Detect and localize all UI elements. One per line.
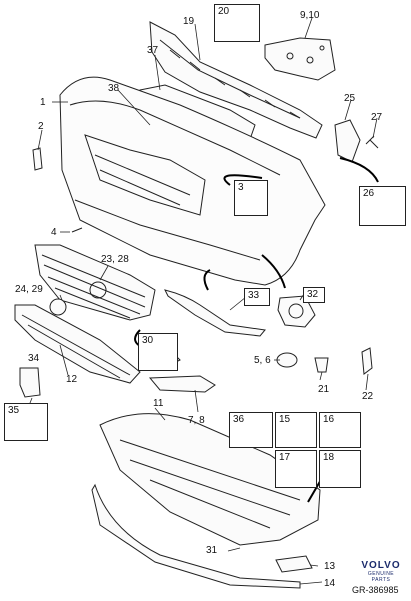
callout-20: 20 xyxy=(218,6,230,17)
plate-part xyxy=(275,555,313,573)
callout-17: 17 xyxy=(279,452,291,463)
rivet-part xyxy=(361,347,373,375)
bracket-2-part xyxy=(32,147,43,171)
callout-37: 37 xyxy=(147,45,159,56)
volvo-logo: VOLVO GENUINE PARTS xyxy=(358,560,404,583)
part-box-16: 16 xyxy=(319,412,361,448)
callout-13: 13 xyxy=(324,561,336,572)
part-box-33: 33 xyxy=(244,288,270,306)
part-box-26: 26 xyxy=(359,186,406,226)
callout-15: 15 xyxy=(279,414,291,425)
part-box-17: 17 xyxy=(275,450,317,488)
bracket-part xyxy=(264,37,336,81)
callout-31: 31 xyxy=(206,545,218,556)
callout-25: 25 xyxy=(344,93,356,104)
front-grille-part xyxy=(34,244,156,321)
side-mount-part xyxy=(334,119,361,163)
screw-27-part xyxy=(365,135,379,149)
callout-27: 27 xyxy=(371,112,383,123)
bumper-cover-part xyxy=(38,76,326,286)
clip-part xyxy=(314,357,329,373)
splash-shield-part xyxy=(99,413,321,546)
callout-2: 2 xyxy=(38,121,44,132)
callout-19: 19 xyxy=(183,16,195,27)
callout-14: 14 xyxy=(324,578,336,589)
figure-id: GR-386985 xyxy=(352,585,399,595)
callout-23-28: 23, 28 xyxy=(101,254,129,265)
callout-22: 22 xyxy=(362,391,374,402)
part-box-35: 35 xyxy=(4,403,48,441)
callout-24-29: 24, 29 xyxy=(15,284,43,295)
callout-1: 1 xyxy=(40,97,46,108)
callout-35: 35 xyxy=(8,405,20,416)
fog-cover-part xyxy=(277,295,316,328)
brand-name: VOLVO xyxy=(361,560,401,571)
callout-21: 21 xyxy=(318,384,330,395)
part-box-32: 32 xyxy=(303,287,325,303)
callout-36: 36 xyxy=(233,414,245,425)
callout-33: 33 xyxy=(248,290,260,301)
part-box-15: 15 xyxy=(275,412,317,448)
callout-26: 26 xyxy=(363,188,375,199)
callout-3: 3 xyxy=(238,182,244,193)
leader-lines xyxy=(27,17,378,585)
callout-16: 16 xyxy=(323,414,335,425)
screw-4-part xyxy=(71,227,83,233)
callout-4: 4 xyxy=(51,227,57,238)
callout-34: 34 xyxy=(28,353,40,364)
lower-trim-part xyxy=(148,375,216,393)
upper-crossmember-part xyxy=(149,21,323,139)
part-box-30: 30 xyxy=(138,333,178,371)
spoiler-part xyxy=(91,483,301,589)
callout-9-10: 9,10 xyxy=(300,10,320,21)
callout-30: 30 xyxy=(142,335,154,346)
lower-grille-part xyxy=(14,304,141,384)
side-bracket-part xyxy=(19,367,41,398)
callout-18: 18 xyxy=(323,452,335,463)
callout-5-6: 5, 6 xyxy=(254,355,271,366)
callout-32: 32 xyxy=(307,289,319,300)
part-box-20: 20 xyxy=(214,4,260,42)
deflector-part xyxy=(164,289,266,337)
callout-7-8: 7, 8 xyxy=(188,415,205,426)
brand-tagline: GENUINE PARTS xyxy=(367,571,395,583)
callout-38: 38 xyxy=(108,83,120,94)
part-box-3: 3 xyxy=(234,180,268,216)
callout-12: 12 xyxy=(66,374,78,385)
emblem-part xyxy=(49,298,67,316)
part-box-36: 36 xyxy=(229,412,273,448)
part-box-18: 18 xyxy=(319,450,361,488)
callout-11: 11 xyxy=(153,398,164,409)
